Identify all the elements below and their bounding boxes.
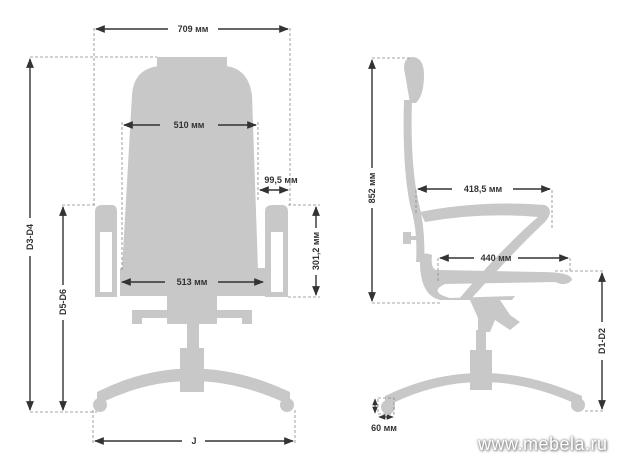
overall-width-label: 709 мм (178, 24, 209, 34)
armrest-height-label: 301,2 мм (311, 231, 321, 270)
front-view-guides (30, 28, 320, 445)
side-view-chair (381, 57, 585, 414)
armrest-offset-label: 99,5 мм (264, 175, 298, 185)
seat-width-label: 513 мм (177, 277, 208, 287)
side-view-guides (372, 57, 605, 415)
front-view-chair (93, 57, 294, 412)
armrest-floor-height-label: D5-D6 (58, 289, 68, 315)
backrest-width-label: 510 мм (174, 120, 205, 130)
caster-size-label: 60 мм (371, 423, 397, 433)
base-width-label: J (191, 436, 196, 446)
armrest-depth-label: 418,5 мм (464, 184, 503, 194)
backrest-height-label: 852 мм (367, 172, 377, 203)
watermark: www.mebela.ru (478, 434, 608, 454)
total-height-label: D3-D4 (25, 224, 35, 250)
side-view-dimensions (368, 59, 606, 420)
front-view-dimensions (26, 25, 320, 445)
seat-height-label: D1-D2 (597, 328, 607, 354)
seat-depth-label: 440 мм (481, 253, 512, 263)
